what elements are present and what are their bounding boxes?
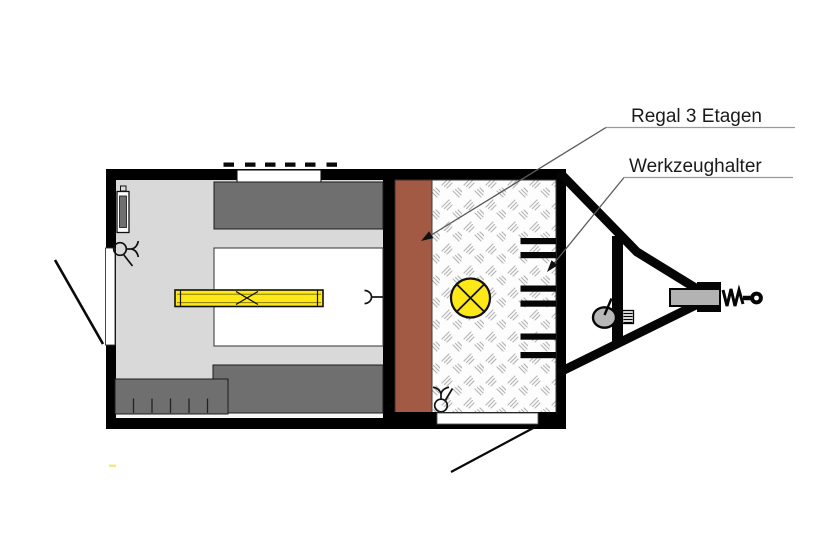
jockey-wheel — [591, 306, 618, 329]
rear-door-leaf — [450, 425, 538, 473]
coupling-bellows — [721, 284, 745, 307]
drawbar-frame — [555, 168, 763, 378]
workbench-yellow-beam — [174, 289, 324, 308]
fire-extinguisher-icon — [116, 185, 130, 234]
wall-hook-icon — [364, 289, 383, 305]
partition-wall — [383, 178, 395, 418]
rear-door-sill — [436, 412, 539, 425]
tool-holder-bar — [520, 333, 556, 340]
floor-sill-strip — [116, 412, 383, 418]
tool-holder-label: Werkzeughalter — [629, 156, 762, 177]
leader-line-regal — [423, 126, 607, 241]
coupling-eye-hole — [754, 295, 759, 301]
shelf-label: Regal 3 Etagen — [631, 106, 762, 127]
drawbar-cross-member — [612, 236, 623, 344]
valve-icon-top-left — [112, 240, 140, 267]
tool-holder-bar — [520, 238, 556, 245]
tool-holder-bar — [520, 252, 556, 259]
paint-speck — [109, 464, 116, 467]
jockey-wheel-grip — [621, 309, 635, 325]
coupling-housing — [669, 288, 721, 307]
side-door-frame — [105, 247, 116, 346]
shelf-regal — [394, 179, 433, 415]
drawbar-top-beam — [555, 168, 705, 296]
tool-holder-bars — [520, 238, 556, 359]
leader-arrow-regal — [421, 231, 434, 241]
valve-icon-bottom — [432, 386, 454, 413]
storage-block-top — [213, 181, 384, 230]
storage-block-bottom-right — [212, 364, 384, 414]
ceiling-lamp-icon — [449, 277, 492, 319]
storage-step-ticks — [132, 398, 209, 413]
leader-line-werkzeughalter — [548, 177, 625, 270]
roof-vent-dashes — [223, 162, 337, 167]
side-door-leaf — [53, 259, 105, 345]
beam-cross-mark — [235, 290, 259, 306]
tool-holder-bar — [520, 300, 556, 307]
drawbar-bottom-beam — [556, 296, 706, 378]
tool-holder-bar — [520, 352, 556, 359]
jockey-wheel-handle — [603, 298, 613, 316]
storage-block-bottom-left — [114, 378, 229, 415]
tool-holder-bar — [520, 285, 556, 292]
leader-arrow-werkzeughalter — [547, 260, 558, 272]
